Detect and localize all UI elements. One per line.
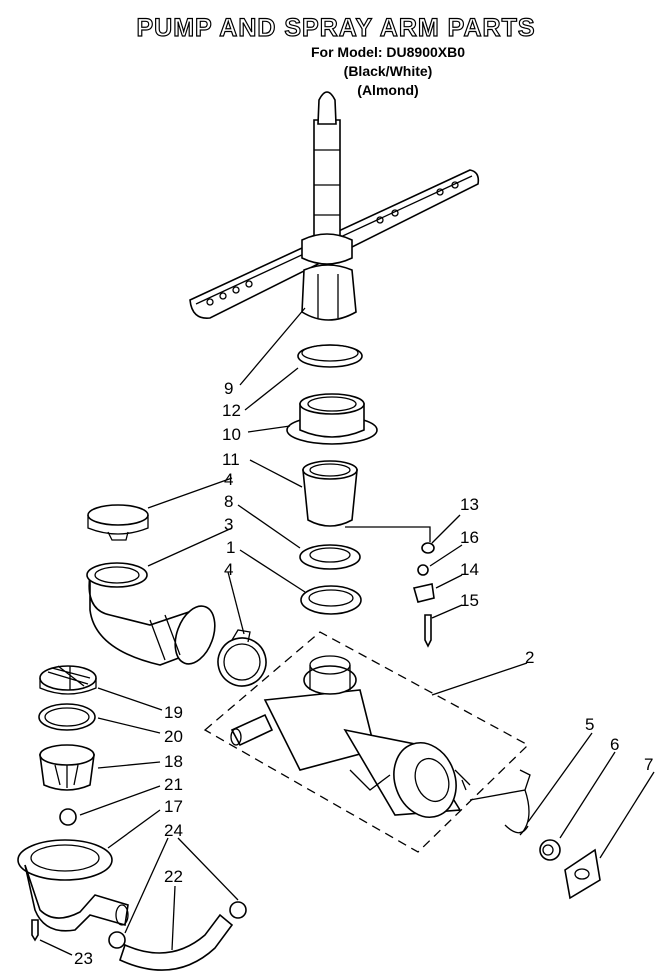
callout-5: 5 [585, 715, 594, 734]
seal-ring [299, 544, 361, 570]
callout-14: 14 [460, 560, 479, 579]
callout-4-lower: 4 [224, 560, 233, 579]
bracket-clip [412, 583, 435, 603]
wire-spring [469, 769, 531, 836]
callout-10: 10 [222, 425, 241, 444]
callout-17: 17 [164, 797, 183, 816]
callout-6: 6 [610, 735, 619, 754]
callout-24: 24 [164, 821, 183, 840]
model-line: For Model: DU8900XB0 [310, 44, 466, 60]
drain-screw [31, 919, 39, 942]
callout-8: 8 [224, 492, 233, 511]
callout-22: 22 [164, 867, 183, 886]
callout-3: 3 [224, 515, 233, 534]
spray-arm-assembly [189, 91, 480, 321]
callout-20: 20 [164, 727, 183, 746]
color-line-1: (Black/White) [343, 63, 433, 79]
filter-grate [39, 665, 97, 695]
page-title: PUMP AND SPRAY ARM PARTS [136, 13, 536, 42]
drain-clamp-1 [229, 901, 247, 919]
callout-4-upper: 4 [224, 470, 233, 489]
pump-gasket [300, 585, 362, 615]
hose-clamp-lower [217, 629, 267, 687]
drain-clamp-2 [108, 931, 126, 949]
callout-19: 19 [164, 703, 183, 722]
callout-18: 18 [164, 752, 183, 771]
callout-1: 1 [226, 538, 235, 557]
filter-housing [39, 744, 95, 791]
check-ball [59, 808, 77, 826]
callout-labels: 9 12 10 11 4 8 3 1 4 13 16 14 15 2 5 6 7… [74, 379, 653, 968]
sump-housing [17, 839, 129, 932]
callout-23: 23 [74, 949, 93, 968]
snap-ring [297, 344, 363, 368]
filter-seal [38, 703, 96, 731]
callout-15: 15 [460, 591, 479, 610]
nut [421, 542, 435, 554]
hose-elbow [86, 562, 216, 666]
leader-lines [39, 307, 655, 956]
callout-12: 12 [222, 401, 241, 420]
grommet [539, 839, 561, 861]
bearing-retainer [286, 393, 378, 445]
color-line-2: (Almond) [357, 82, 419, 98]
drain-hose [119, 913, 234, 971]
callout-9: 9 [224, 379, 233, 398]
callout-11: 11 [222, 450, 240, 469]
label-plate [564, 848, 601, 900]
lock-washer [417, 564, 429, 576]
callout-2: 2 [525, 648, 534, 667]
callout-13: 13 [460, 495, 479, 514]
callout-7: 7 [644, 755, 653, 774]
callout-21: 21 [164, 775, 183, 794]
impeller-cup [302, 460, 358, 527]
screw [424, 614, 432, 648]
hose-clamp-upper [87, 504, 149, 541]
pump-motor-assembly [203, 631, 530, 853]
callout-16: 16 [460, 528, 479, 547]
